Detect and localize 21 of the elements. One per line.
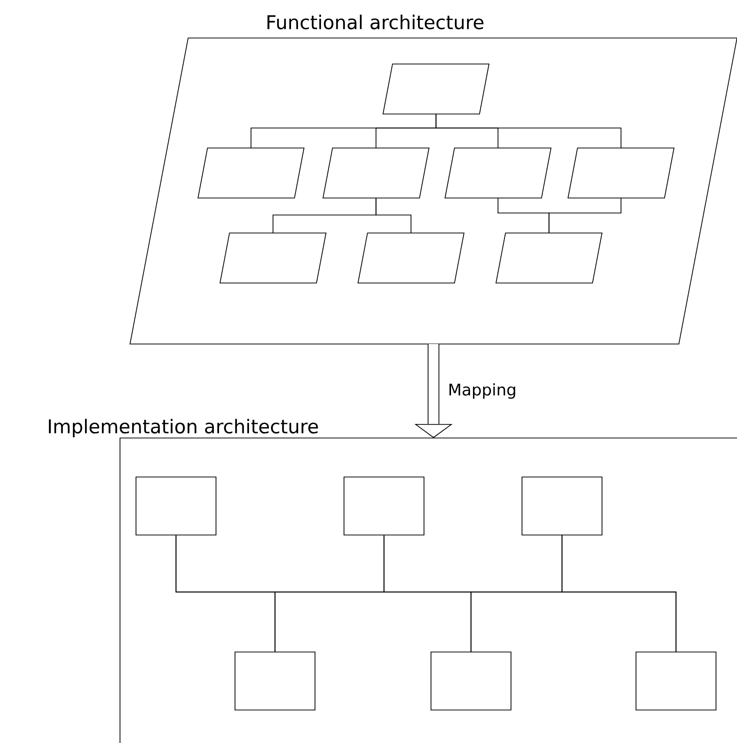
heading: Implementation architecture <box>48 418 318 438</box>
edge-label: Mapping <box>446 381 519 401</box>
function-block <box>496 232 602 284</box>
function-block <box>358 232 464 284</box>
component-box <box>234 652 316 710</box>
function-block <box>444 148 552 198</box>
function-block <box>382 64 490 114</box>
component-box <box>136 476 216 536</box>
component-box <box>636 652 716 710</box>
function-block <box>322 148 430 198</box>
component-box <box>344 476 424 536</box>
connector-line <box>436 114 622 148</box>
component-box <box>522 476 602 536</box>
function-block <box>198 148 304 198</box>
connector-line <box>562 534 676 652</box>
connector-line <box>548 198 622 234</box>
heading: Functional architecture <box>268 14 484 30</box>
connector-line <box>376 198 412 234</box>
function-block <box>220 232 326 284</box>
function-block <box>568 148 674 198</box>
component-box <box>430 652 512 710</box>
